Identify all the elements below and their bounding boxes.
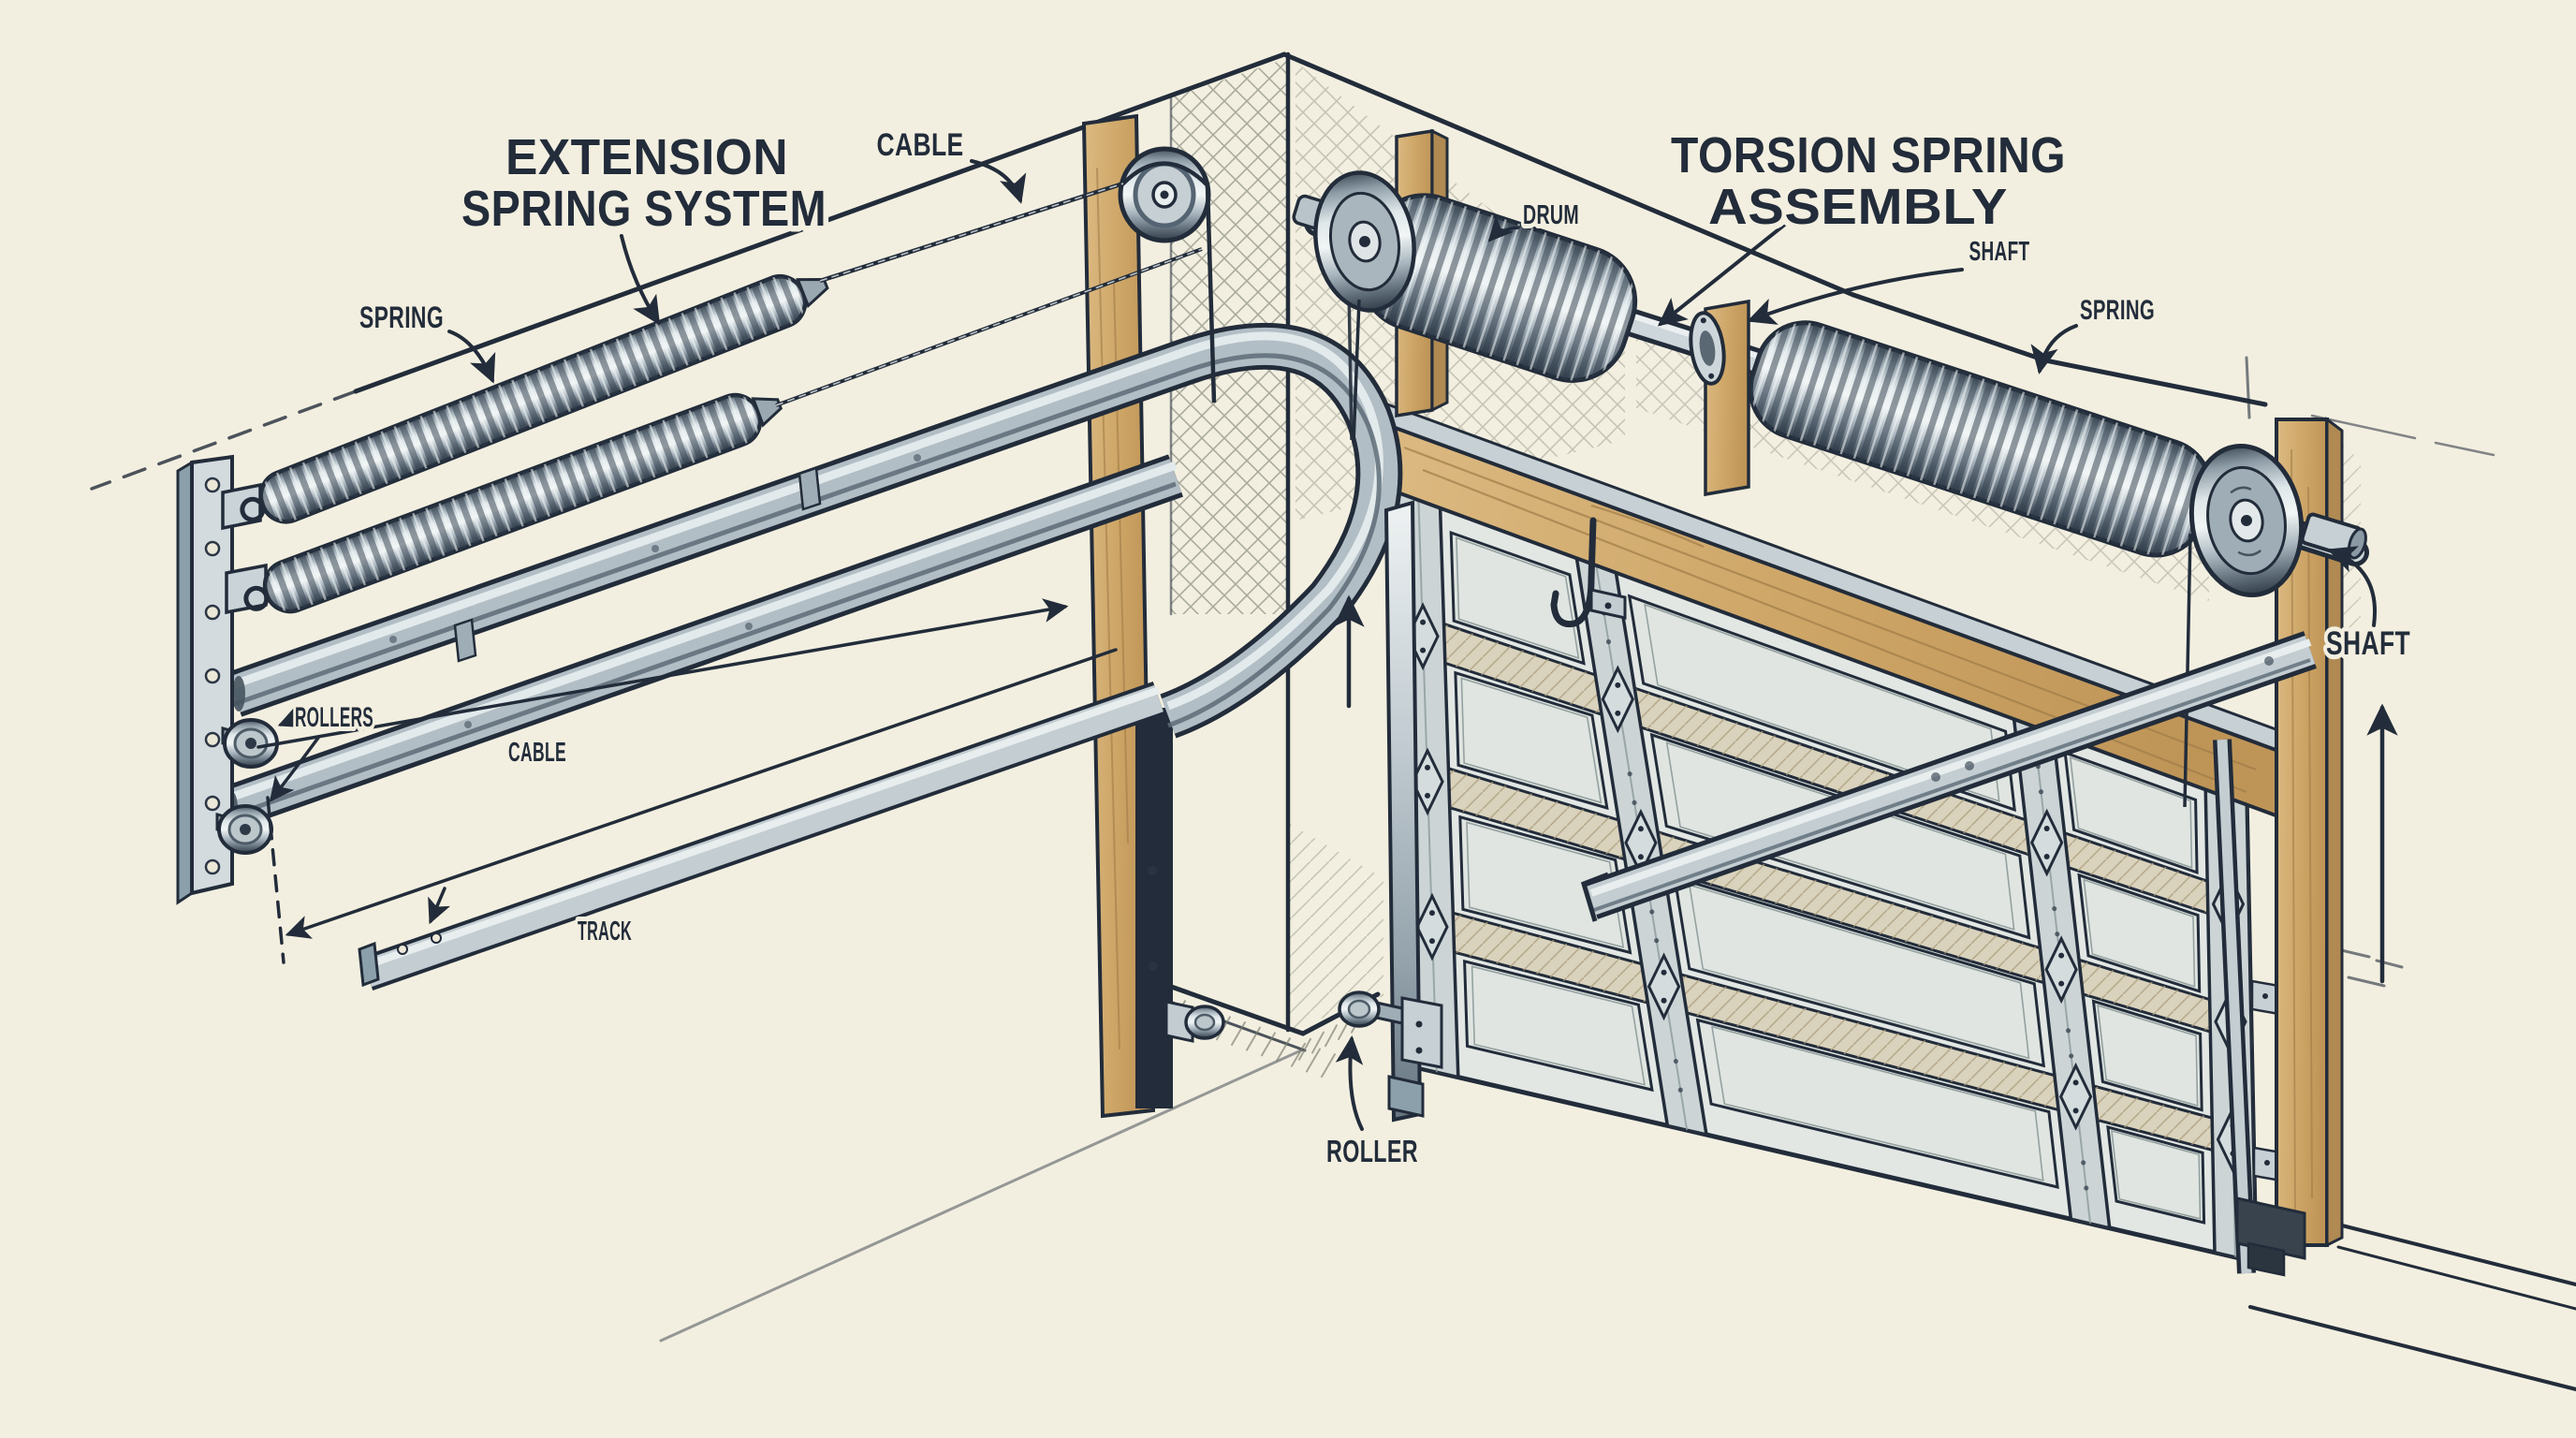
label-shaft-right: SHAFT (2326, 625, 2410, 662)
track-piece (358, 682, 1165, 990)
torsion-title-line1: TORSION SPRING (1671, 127, 2066, 183)
torsion-spring-assembly (1292, 128, 2369, 1248)
right-drum-cable (2183, 533, 2192, 808)
annotation-labels: EXTENSION SPRING SYSTEM TORSION SPRING A… (290, 122, 2415, 1174)
torsion-spring-left (1359, 193, 1638, 383)
torsion-spring-right (1748, 320, 2213, 558)
label-drum: DRUM (1523, 200, 1579, 230)
upper-track-with-curve (226, 322, 1403, 739)
garage-door (1394, 479, 2259, 1266)
label-rollers: ROLLERS (295, 702, 373, 733)
label-track: TRACK (578, 917, 632, 946)
corner-bottom-roller (1164, 1000, 1225, 1043)
left-drum-cable (1352, 299, 1361, 445)
label-cable-mid: CABLE (508, 738, 566, 768)
roller-lower (215, 804, 273, 855)
torsion-title-line2: ASSEMBLY (1708, 179, 2008, 235)
lower-track (220, 454, 1183, 830)
label-shaft-top: SHAFT (1969, 237, 2030, 267)
upper-extension-spring (240, 273, 829, 524)
label-spring-left: SPRING (359, 301, 444, 334)
left-drum (1313, 170, 1416, 313)
cables (775, 161, 1354, 441)
right-wood-post (2275, 417, 2344, 1248)
annotation-arrows (256, 159, 2398, 1131)
right-drum (2188, 443, 2305, 598)
center-bearing (1689, 311, 1726, 386)
roller-upper (221, 718, 279, 769)
extension-title-line1: EXTENSION (505, 129, 788, 185)
lift-hook (1550, 517, 1627, 628)
spring-anchor-bracket (176, 454, 268, 905)
lower-extension-spring (243, 392, 783, 614)
label-cable-top: CABLE (877, 127, 964, 163)
label-roller: ROLLER (1326, 1134, 1418, 1168)
pulley (1118, 146, 1211, 243)
extension-title-line2: SPRING SYSTEM (461, 181, 827, 237)
bottom-bracket-fixture (2235, 1196, 2306, 1277)
extension-spring-system (176, 146, 1403, 1108)
diagonal-rail (1580, 631, 2317, 922)
label-spring-right: SPRING (2080, 295, 2155, 326)
door-left-track (1338, 500, 1443, 1123)
